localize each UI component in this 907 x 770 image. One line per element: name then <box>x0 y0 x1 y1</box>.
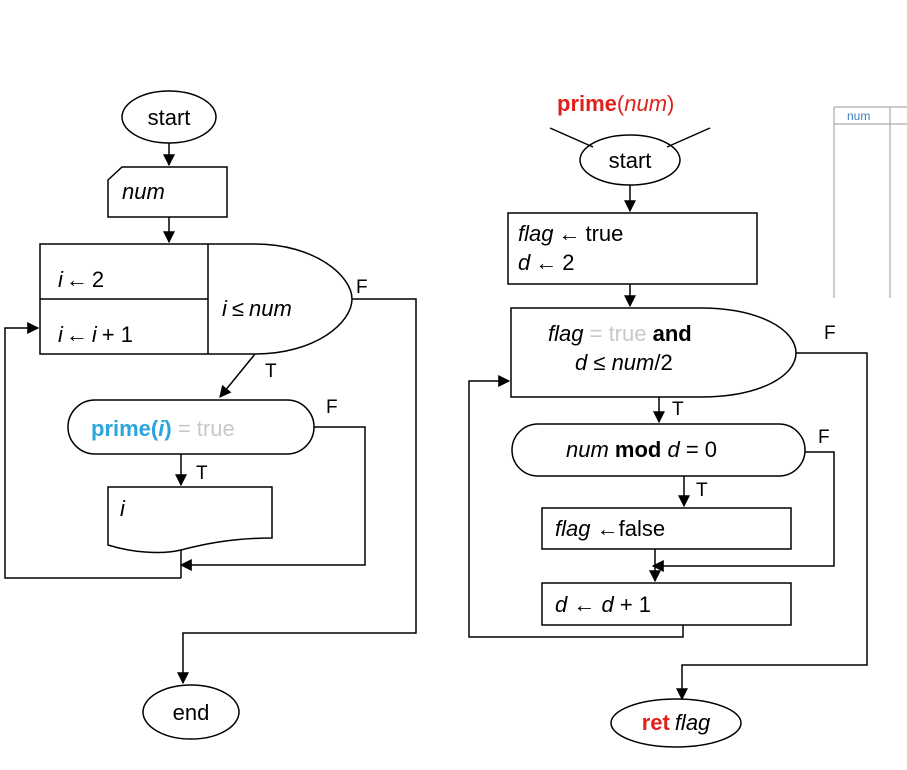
prime-init-flag: flag←true <box>518 221 623 246</box>
trace-table-fragment: num <box>833 106 907 298</box>
main-start-label: start <box>148 105 191 130</box>
main-loop-block <box>39 243 353 355</box>
prime-flowchart <box>468 127 868 748</box>
prime-mod-false-label: F <box>818 427 830 448</box>
prime-increment-process <box>541 582 792 626</box>
main-loop-false-label: F <box>356 277 368 298</box>
main-output-document <box>107 486 273 554</box>
prime-increment-label: d ← d + 1 <box>555 592 651 617</box>
main-decision-false-label: F <box>326 397 338 418</box>
prime-mod-label: num mod d = 0 <box>566 437 717 462</box>
main-end-terminal <box>142 684 240 740</box>
main-output-label: i <box>120 496 126 521</box>
main-end-label: end <box>173 700 210 725</box>
prime-start-label: start <box>609 148 652 173</box>
prime-while-loop-shape <box>510 307 797 398</box>
prime-while-line1: flag = true and <box>548 321 692 346</box>
main-decision-true-label: T <box>196 463 208 484</box>
prime-init-d: d←2 <box>518 250 575 275</box>
prime-mod-decision-shape <box>511 423 806 477</box>
main-loop-step: i←i+ 1 <box>58 322 133 347</box>
prime-function-header: prime(num) <box>557 91 674 116</box>
main-loop-init: i←2 <box>58 267 104 292</box>
main-flowchart <box>4 90 417 740</box>
main-input-label: num <box>122 179 165 204</box>
main-loop-true-label: T <box>265 361 277 382</box>
prime-while-true-label: T <box>672 399 684 420</box>
table-header-num: num <box>847 109 870 123</box>
prime-mod-true-label: T <box>696 480 708 501</box>
prime-return-terminal <box>610 698 742 748</box>
main-prime-decision-label: prime(i) = true <box>91 416 235 441</box>
main-loop-condition: i≤num <box>222 296 292 321</box>
prime-set-flag-process <box>541 507 792 550</box>
prime-while-false-label: F <box>824 323 836 344</box>
main-input-num-shape <box>107 166 228 218</box>
prime-set-flag-label: flag ←false <box>555 516 665 541</box>
prime-while-line2: d ≤ num/2 <box>575 350 673 375</box>
prime-init-process <box>507 212 758 285</box>
